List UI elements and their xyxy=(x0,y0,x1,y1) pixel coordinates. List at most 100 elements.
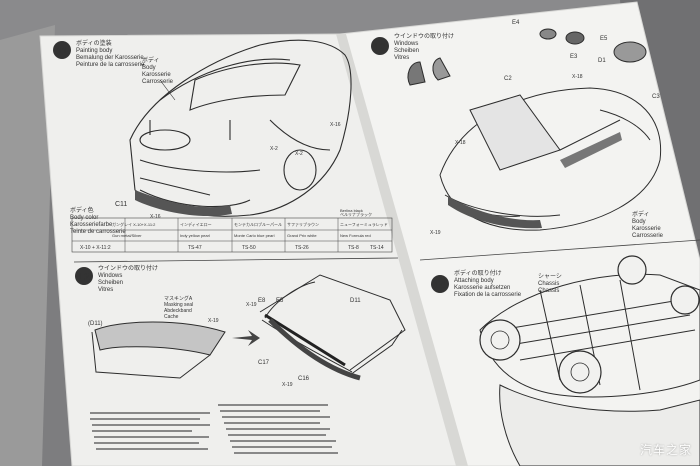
color-header-4: Teinte de carrosserie xyxy=(70,229,126,235)
front-spoiler-part xyxy=(135,190,232,217)
part-x19-r: X-19 xyxy=(430,230,441,236)
color-col-2-sub: Indy yellow pearl xyxy=(180,233,210,238)
rear-window-part xyxy=(560,132,622,168)
step11-callout-3: Karosserie xyxy=(142,72,171,78)
step-divider-right xyxy=(419,239,700,261)
part-e5: E5 xyxy=(276,298,284,304)
color-code-1: X-10 + X-11:2 xyxy=(80,245,111,251)
box-left-wall xyxy=(0,25,55,466)
step13-body-4: Carrosserie xyxy=(632,233,664,239)
step12-title-2: Windows xyxy=(98,273,122,279)
watermark: 汽车之家 xyxy=(639,443,692,457)
book-spine xyxy=(336,34,468,466)
rubber-seal-part xyxy=(264,313,346,367)
step13-body-1: ボディ xyxy=(632,210,650,218)
part-c2: C2 xyxy=(504,76,512,82)
part-x18-a: X-18 xyxy=(455,140,466,146)
rear-diffuser-part xyxy=(448,196,542,229)
step12-number: 12 xyxy=(78,272,90,283)
step13-title-2: Windows xyxy=(394,41,418,47)
step11-title-4: Peinture de la carrosserie xyxy=(76,62,145,68)
step13-body-3: Karosserie xyxy=(632,226,661,232)
step13-title-4: Vitres xyxy=(394,55,409,61)
part-x16-b: X-16 xyxy=(330,122,341,128)
part-x19-a: X-19 xyxy=(208,318,219,324)
step14-title-3: Karosserie aufsetzen xyxy=(454,285,510,291)
color-table xyxy=(71,217,393,253)
step11-callout-4: Carrosserie xyxy=(142,79,174,85)
step11-body-callout xyxy=(159,79,176,101)
step11-callout-2: Body xyxy=(142,65,156,71)
step11-title-2: Painting body xyxy=(76,48,112,54)
color-col-2-header: インディイエロー xyxy=(180,221,212,227)
part-c17: C17 xyxy=(258,360,270,366)
step14-title-1: ボディの取り付け xyxy=(454,269,502,277)
step11-number: 11 xyxy=(57,46,68,57)
wheel-hub-front-left xyxy=(490,330,510,350)
chassis-label-2: Chassis xyxy=(538,281,559,287)
window-frame-part xyxy=(268,318,361,381)
step13-title-1: ウインドウの取り付け xyxy=(394,32,454,40)
color-col-1-sub: Gun metal/Silver xyxy=(112,233,142,238)
step12-title-1: ウインドウの取り付け xyxy=(98,264,158,272)
color-col-3-sub: Monte Carlo blue pearl xyxy=(234,233,275,238)
step14-title-2: Attaching body xyxy=(454,278,494,284)
instruction-text-blocks xyxy=(90,404,338,454)
mask-label-1: マスキングA xyxy=(164,295,193,302)
windshield-frame-right xyxy=(259,274,406,376)
part-e3: E3 xyxy=(570,54,578,60)
step13-title-3: Scheiben xyxy=(394,48,419,54)
body-shell-part xyxy=(499,384,700,466)
color-header-3: Karosseriefarbe xyxy=(70,222,113,228)
small-parts-group xyxy=(407,28,647,86)
wheel-rear-left xyxy=(558,350,602,394)
part-d1: D1 xyxy=(598,58,606,64)
arrow-icon xyxy=(232,330,260,346)
part-c16: C16 xyxy=(298,376,310,382)
chassis-illustration xyxy=(479,273,700,398)
color-col-5-sub: New Formula red xyxy=(340,233,371,238)
wheel-rear-right xyxy=(670,285,700,315)
mask-label-2: Masking seal xyxy=(164,302,193,308)
part-e8: E8 xyxy=(258,298,266,304)
step14-number: 14 xyxy=(434,280,446,291)
wheel-front-left xyxy=(479,319,521,361)
part-d11: D11 xyxy=(350,298,361,304)
step12-title-4: Vitres xyxy=(98,287,113,293)
chassis-label-1: シャーシ xyxy=(538,274,562,280)
part-x19-c: X-19 xyxy=(282,382,293,388)
step11-title-3: Bemalung der Karosserie xyxy=(76,55,144,61)
step13-number: 13 xyxy=(374,42,386,53)
color-code-3: TS-50 xyxy=(242,245,256,251)
left-page xyxy=(39,33,463,466)
step11-callout-1: ボディ xyxy=(142,56,160,64)
step-divider-left xyxy=(73,257,399,263)
mask-label-4: Cache xyxy=(164,314,179,320)
part-x18-b: X-18 xyxy=(572,74,583,80)
color-col-3-header: モンテカルロブルーパール xyxy=(234,221,282,227)
color-col-1-header: ガングレイ X-10+X-11:2 xyxy=(112,221,156,227)
car-body-illustration xyxy=(129,39,352,217)
step14-badge xyxy=(431,275,449,293)
part-x19-b: X-19 xyxy=(246,302,257,308)
color-header-1: ボディ色 xyxy=(70,206,94,214)
part-x2-b: X-2 xyxy=(270,146,278,152)
wheels xyxy=(479,255,700,394)
part-c11: C11 xyxy=(115,201,127,208)
step12-title-3: Scheiben xyxy=(98,280,123,286)
color-col-5-header: ニューフォーミュラレッド xyxy=(340,221,388,227)
step11-badge xyxy=(53,41,71,59)
color-code-6: TS-14 xyxy=(370,245,384,251)
part-x2-a: X-2 xyxy=(295,151,303,157)
part-x16-a: X-16 xyxy=(150,214,161,220)
color-col-4-sub: Grand Prix white xyxy=(287,233,317,238)
step13-badge xyxy=(371,37,389,55)
step12-badge xyxy=(75,267,93,285)
step11-title-1: ボディの塗装 xyxy=(76,39,112,47)
wheel-front-right xyxy=(617,255,647,285)
part-c3: C3 xyxy=(652,94,660,100)
color-col-4-header: サファリブラウン xyxy=(287,221,319,227)
wheel-hub-rear-left xyxy=(570,362,590,382)
color-code-2: TS-47 xyxy=(188,245,202,251)
mask-label-3: Abdeckband xyxy=(164,308,192,314)
